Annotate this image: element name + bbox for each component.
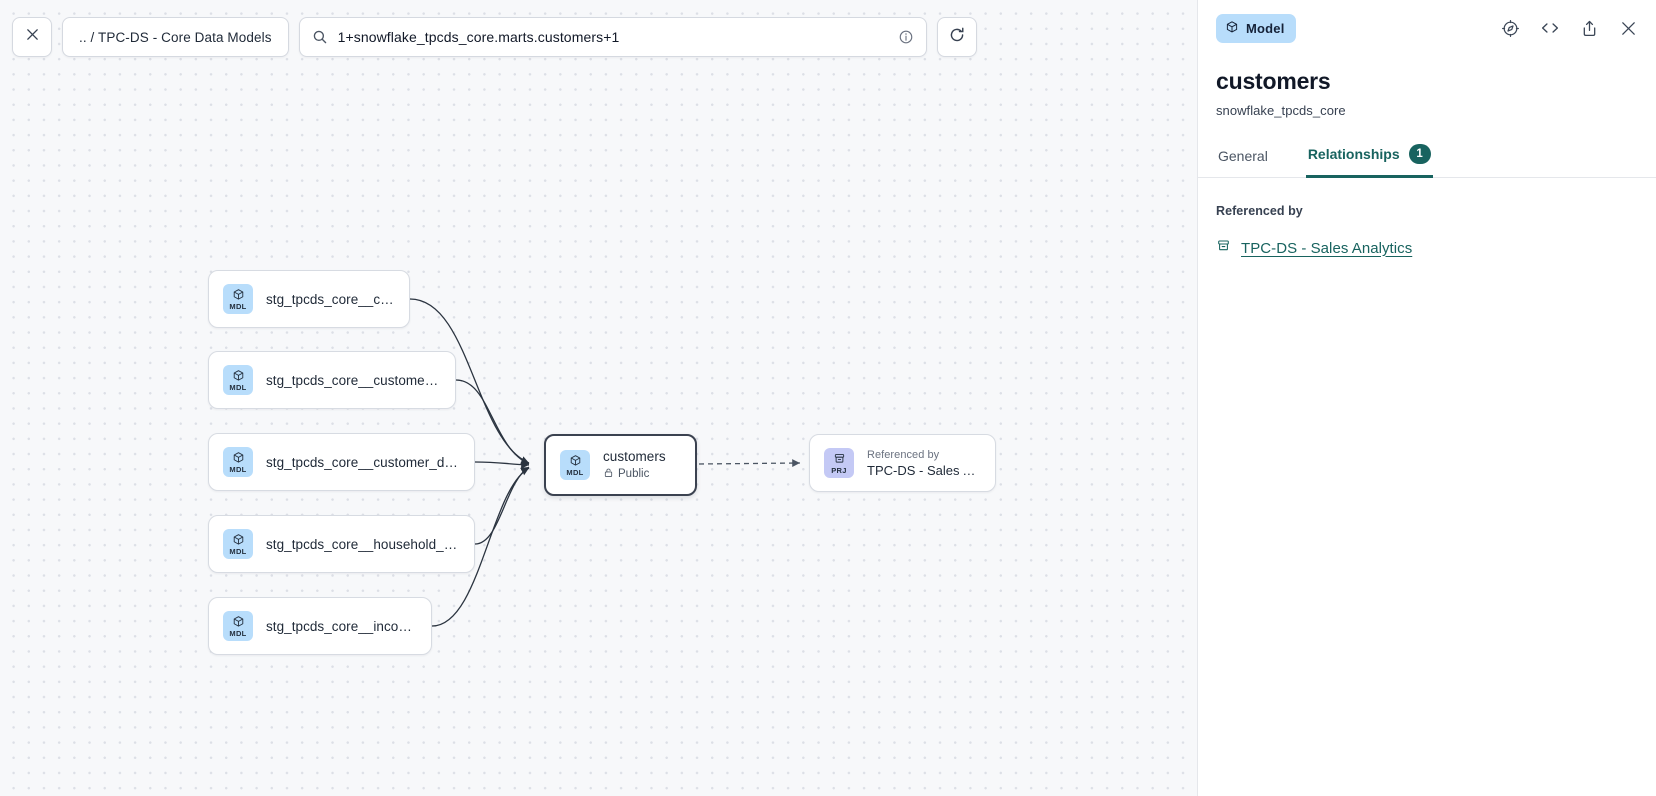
lineage-node-tpc-ds-sales-analytics[interactable]: PRJ Referenced by TPC-DS - Sales Analyti… — [809, 434, 996, 492]
cube-icon — [569, 453, 582, 467]
details-panel-title-block: customers snowflake_tpcds_core — [1198, 56, 1656, 118]
cube-icon — [232, 532, 245, 546]
node-title: customers — [603, 449, 666, 464]
page-title: customers — [1216, 68, 1331, 94]
tab-relationships-count: 1 — [1408, 144, 1431, 164]
page-subtitle: snowflake_tpcds_core — [1216, 103, 1346, 118]
node-labels: Referenced by TPC-DS - Sales Analytics — [867, 449, 981, 478]
canvas-toolbar: .. / TPC-DS - Core Data Models — [12, 17, 977, 57]
lineage-search-box[interactable] — [298, 17, 927, 57]
node-type-badge-mdl: MDL — [223, 529, 253, 559]
lineage-node-stg-customer-address[interactable]: MDL stg_tpcds_core__customer_address — [208, 351, 456, 409]
node-badge-label: MDL — [229, 629, 247, 638]
explore-icon[interactable] — [1501, 19, 1520, 38]
lineage-node-customers[interactable]: MDL customers Public — [544, 434, 697, 496]
unlock-icon — [603, 467, 614, 481]
cube-icon — [1225, 20, 1239, 37]
cube-icon — [232, 368, 245, 382]
info-circle-icon[interactable] — [898, 29, 914, 45]
lineage-node-stg-income-band[interactable]: MDL stg_tpcds_core__income_band — [208, 597, 432, 655]
breadcrumb[interactable]: .. / TPC-DS - Core Data Models — [62, 17, 289, 57]
node-badge-label: MDL — [229, 383, 247, 392]
search-input[interactable] — [337, 29, 888, 45]
cube-icon — [232, 450, 245, 464]
close-icon[interactable] — [1619, 19, 1638, 38]
model-type-badge: Model — [1216, 13, 1296, 43]
node-labels: stg_tpcds_core__income_band — [266, 619, 417, 634]
refresh-icon — [948, 26, 966, 49]
node-title: TPC-DS - Sales Analytics — [867, 462, 981, 478]
node-access-label: Public — [618, 468, 650, 480]
tab-general-label: General — [1218, 148, 1268, 164]
node-title: stg_tpcds_core__income_band — [266, 618, 417, 634]
details-panel-header: Model — [1198, 0, 1656, 56]
cube-icon — [232, 614, 245, 628]
share-icon[interactable] — [1580, 19, 1599, 38]
node-type-badge-mdl: MDL — [223, 447, 253, 477]
breadcrumb-label: .. / TPC-DS - Core Data Models — [79, 29, 272, 45]
node-badge-label: PRJ — [831, 466, 847, 475]
node-title: stg_tpcds_core__customer_demogra… — [266, 454, 460, 470]
details-tabs: General Relationships 1 — [1198, 144, 1656, 178]
lineage-edges — [409, 298, 801, 627]
panel-actions — [1501, 18, 1638, 38]
details-panel: Model — [1197, 0, 1656, 796]
node-kicker: Referenced by — [867, 448, 940, 461]
tab-general[interactable]: General — [1216, 148, 1270, 178]
cube-icon — [232, 287, 245, 301]
tab-relationships[interactable]: Relationships 1 — [1305, 144, 1433, 178]
node-labels: stg_tpcds_core__customer_demogra… — [266, 455, 460, 470]
lineage-canvas[interactable]: .. / TPC-DS - Core Data Models — [0, 0, 1197, 796]
list-item[interactable]: TPC-DS - Sales Analytics — [1216, 238, 1638, 258]
relationships-content: Referenced by TPC-DS - Sales Analytics — [1198, 178, 1656, 258]
node-type-badge-prj: PRJ — [824, 448, 854, 478]
close-icon — [24, 26, 41, 48]
project-icon — [833, 451, 846, 465]
node-type-badge-mdl: MDL — [223, 365, 253, 395]
node-labels: stg_tpcds_core__customer_address — [266, 373, 441, 388]
code-icon[interactable] — [1540, 18, 1560, 38]
lineage-node-stg-household-demographics[interactable]: MDL stg_tpcds_core__household_demogr… — [208, 515, 475, 573]
node-title: stg_tpcds_core__customer — [266, 291, 395, 307]
node-type-badge-mdl: MDL — [560, 450, 590, 480]
close-lineage-button[interactable] — [12, 17, 52, 57]
node-badge-label: MDL — [229, 465, 247, 474]
model-type-badge-label: Model — [1246, 20, 1285, 36]
node-badge-label: MDL — [566, 468, 584, 477]
node-labels: stg_tpcds_core__household_demogr… — [266, 537, 460, 552]
node-badge-label: MDL — [229, 547, 247, 556]
project-icon — [1216, 238, 1231, 258]
node-type-badge-mdl: MDL — [223, 611, 253, 641]
node-type-badge-mdl: MDL — [223, 284, 253, 314]
node-title: stg_tpcds_core__household_demogr… — [266, 536, 460, 552]
node-labels: customers Public — [603, 449, 666, 481]
referenced-by-label: Referenced by — [1216, 204, 1303, 218]
referenced-by-link[interactable]: TPC-DS - Sales Analytics — [1241, 239, 1413, 257]
node-labels: stg_tpcds_core__customer — [266, 292, 395, 307]
tab-relationships-label: Relationships — [1307, 146, 1400, 162]
refresh-button[interactable] — [936, 17, 977, 57]
node-title: stg_tpcds_core__customer_address — [266, 372, 441, 388]
lineage-node-stg-customer-demographics[interactable]: MDL stg_tpcds_core__customer_demogra… — [208, 433, 475, 491]
node-access: Public — [603, 467, 666, 481]
search-icon — [312, 29, 328, 45]
lineage-node-stg-customer[interactable]: MDL stg_tpcds_core__customer — [208, 270, 410, 328]
node-badge-label: MDL — [229, 302, 247, 311]
